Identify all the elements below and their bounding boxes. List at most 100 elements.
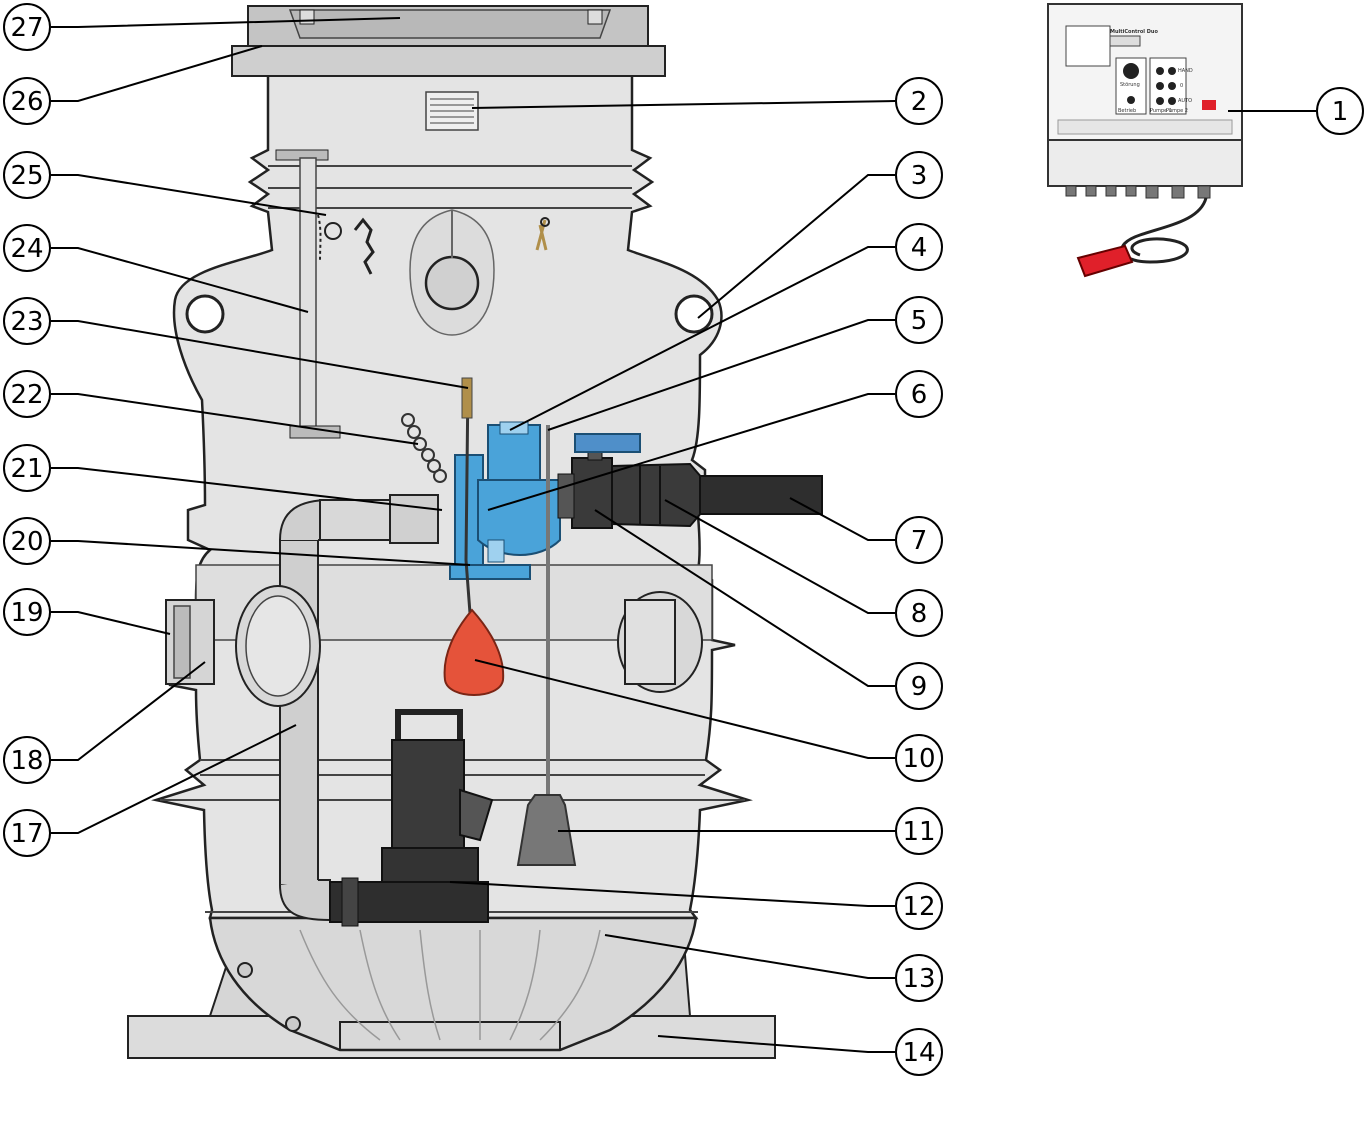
leader-line (51, 393, 419, 445)
panel-button-label-run: Betrieb (1118, 108, 1136, 114)
pump-label-1: Pumpe 1 (1150, 108, 1172, 114)
leader-line (604, 934, 895, 979)
callout-14: 14 (657, 1028, 943, 1076)
callout-circle (3, 77, 51, 125)
leader-line (449, 881, 895, 907)
pipe-union (611, 462, 703, 528)
vent-grille (425, 91, 479, 131)
callout-7: 7 (789, 497, 943, 564)
level-weight (516, 794, 577, 866)
mode-label-off: 0 (1180, 83, 1183, 89)
callout-number: 25 (10, 161, 43, 191)
leader-line (657, 1035, 895, 1053)
callout-number: 6 (911, 380, 928, 410)
callout-10: 10 (474, 659, 943, 782)
callout-19: 19 (3, 588, 171, 636)
brand-logo (1202, 100, 1216, 110)
leader-line (51, 611, 171, 635)
callouts: 1234567891011121314171819202122232425262… (3, 3, 1364, 1076)
inlet-collar (165, 585, 321, 707)
leader-line (51, 661, 206, 761)
callout-number: 1 (1332, 97, 1349, 127)
callout-circle (895, 807, 943, 855)
callout-number: 17 (10, 819, 43, 849)
callout-17: 17 (3, 724, 297, 857)
callout-number: 21 (10, 454, 43, 484)
chain (401, 413, 447, 483)
callout-5: 5 (547, 296, 943, 431)
callout-circle (895, 589, 943, 637)
leader-line (51, 724, 297, 834)
callout-6: 6 (487, 370, 943, 511)
callout-number: 5 (911, 306, 928, 336)
check-valve-body (449, 421, 561, 580)
callout-12: 12 (449, 881, 943, 930)
callout-circle (3, 736, 51, 784)
callout-27: 27 (3, 3, 401, 51)
panel-title: MultiControl Duo (1110, 29, 1158, 35)
callout-26: 26 (3, 45, 263, 125)
callout-number: 14 (902, 1038, 935, 1068)
callout-21: 21 (3, 444, 443, 511)
callout-circle (895, 882, 943, 930)
callout-number: 12 (902, 892, 935, 922)
leader-line (51, 17, 401, 28)
callout-25: 25 (3, 151, 327, 216)
callout-4: 4 (509, 223, 943, 431)
leader-line (487, 393, 895, 511)
callout-20: 20 (3, 517, 471, 566)
callout-circle (895, 77, 943, 125)
callout-23: 23 (3, 297, 469, 389)
callout-circle (3, 444, 51, 492)
cover-assembly (231, 5, 666, 77)
leader-line (664, 499, 895, 614)
callout-8: 8 (664, 499, 943, 637)
leader-line (594, 509, 895, 687)
callout-number: 26 (10, 87, 43, 117)
leader-line (51, 174, 327, 216)
callout-circle (895, 151, 943, 199)
chain-hook (317, 214, 550, 275)
leader-line (509, 246, 895, 431)
callout-number: 20 (10, 527, 43, 557)
callout-circle (3, 297, 51, 345)
callout-circle (895, 954, 943, 1002)
callout-circle (3, 517, 51, 565)
leader-line (789, 497, 895, 541)
callout-number: 7 (911, 526, 928, 556)
callout-circle (895, 734, 943, 782)
mounting-eye-left (185, 294, 225, 334)
callout-1: 1 (1228, 87, 1364, 135)
discharge-pipe (699, 475, 823, 515)
callout-number: 22 (10, 380, 43, 410)
submersible-pump (329, 709, 494, 927)
callout-circle (895, 662, 943, 710)
callout-22: 22 (3, 370, 419, 445)
callout-circle (895, 296, 943, 344)
leader-line (51, 247, 309, 313)
callout-circle (895, 516, 943, 564)
callout-number: 10 (902, 744, 935, 774)
callout-circle (3, 370, 51, 418)
leader-line (697, 174, 895, 319)
leader-line (471, 100, 896, 109)
callout-number: 23 (10, 307, 43, 337)
callout-circle (3, 3, 51, 51)
leader-line (51, 45, 263, 102)
leader-line (547, 319, 895, 431)
callout-18: 18 (3, 661, 206, 784)
callout-circle (3, 151, 51, 199)
leader-line (474, 659, 895, 759)
callout-circle (3, 809, 51, 857)
callout-9: 9 (594, 509, 943, 710)
vent-outlet (409, 209, 495, 336)
pipe-coupling (389, 494, 439, 544)
callout-number: 24 (10, 234, 43, 264)
callout-circle (895, 1028, 943, 1076)
callout-number: 9 (911, 672, 928, 702)
callout-number: 19 (10, 598, 43, 628)
inlet-right (617, 591, 703, 693)
pump-label-2: Pumpe 2 (1166, 108, 1188, 114)
mode-label-hand: HAND (1178, 68, 1193, 74)
